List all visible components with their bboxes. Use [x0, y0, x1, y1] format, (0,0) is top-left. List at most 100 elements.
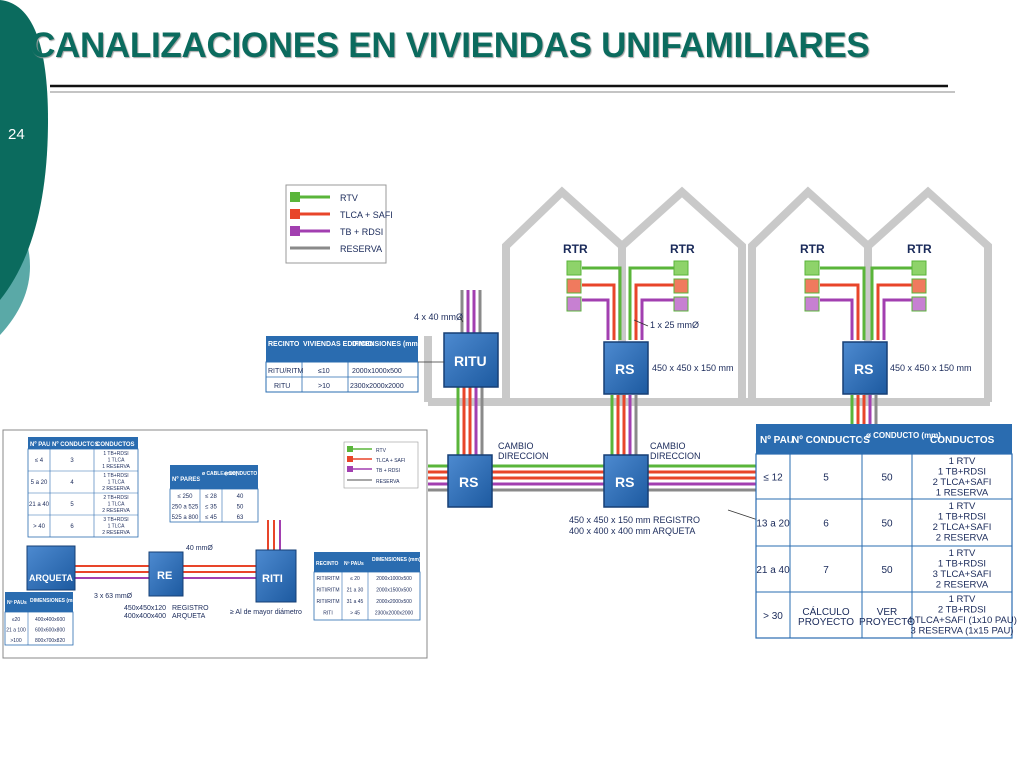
inset-riti-cell: RITI/RITM — [316, 599, 339, 605]
pau-cell: PROYECTO — [859, 617, 915, 628]
house-outlines — [424, 186, 992, 406]
ritu-label: RITU — [454, 353, 487, 369]
pau-cell: 50 — [881, 565, 893, 576]
inset-riti-cell: 2000x2000x500 — [376, 599, 412, 605]
pau-cell: PROYECTO — [798, 617, 854, 628]
inset-riti-cell: ≤ 20 — [350, 576, 360, 582]
inset-legend-3: RESERVA — [376, 479, 400, 485]
legend-tb: TB + RDSI — [340, 227, 383, 237]
ritu-table-cell: >10 — [318, 383, 330, 390]
inset-arq-header-1: DIMENSIONES (mm) — [30, 598, 79, 604]
registro-label: REGISTRO — [172, 605, 209, 612]
inset-cond-cell: 1 TB+RDSI — [103, 473, 128, 479]
legend-tlca: TLCA + SAFI — [340, 210, 393, 220]
arqueta-dim: 400 x 400 x 400 mm ARQUETA — [569, 526, 695, 536]
inset-pares-cell: 250 a 525 — [172, 505, 199, 511]
pau-cell: 5 — [823, 473, 829, 484]
cambio-1: CAMBIO — [498, 441, 534, 451]
inset-cond-cell: 2 RESERVA — [102, 508, 130, 514]
inset-cond-cell: 1 TB+RDSI — [103, 451, 128, 457]
inset-riti-cell: RITI/RITM — [316, 576, 339, 582]
pau-cell: 1 RTV — [949, 594, 976, 605]
inset-pares-cell: ≤ 45 — [205, 515, 217, 521]
pau-cell: 3 RESERVA (1x15 PAU) — [911, 626, 1014, 637]
slide-title: CANALIZACIONES EN VIVIENDAS UNIFAMILIARE… — [30, 26, 870, 65]
riti-label: RITI — [262, 573, 283, 585]
inset-riti-cell: 2300x2000x2000 — [375, 611, 414, 617]
inset-arq-cell: >100 — [10, 638, 21, 644]
inset-arq-cell: 400x400x600 — [35, 617, 65, 623]
inset-cond-cell: 3 — [70, 458, 74, 464]
inset-cond-header-1: Nº CONDUCTOS — [52, 442, 99, 448]
pau-cell: 50 — [881, 473, 893, 484]
rs-label: RS — [854, 361, 873, 377]
pau-cell: 6 — [823, 519, 829, 530]
re-dim-1: 450x450x120 — [124, 605, 166, 612]
pau-cell: CÁLCULO — [802, 605, 849, 618]
rs-dim-1: 450 x 450 x 150 mm — [652, 363, 734, 373]
inset-riti-cell: 21 a 30 — [347, 588, 364, 594]
pau-header-0: Nº PAU — [760, 435, 794, 446]
ritu-table-cell: 2300x2000x2000 — [350, 383, 404, 390]
page-number: 24 — [8, 126, 25, 143]
ritu-table-cell: RITU — [274, 383, 290, 390]
inset-riti-cell: 31 a 45 — [347, 599, 364, 605]
inset-pares-cell: 50 — [237, 505, 244, 511]
ritu-table-header-1: VIVIENDAS EDIFICIO — [303, 341, 374, 348]
inset-arq-cell: 800x700x820 — [35, 638, 65, 644]
pau-cell: 1 RTV — [949, 456, 976, 467]
conduit-40: 40 mmØ — [186, 545, 213, 552]
mayor-diametro: ≥ Al de mayor diámetro — [230, 609, 302, 616]
pau-cell: 1 RTV — [949, 501, 976, 512]
pau-cell: 1 TB+RDSI — [938, 467, 986, 478]
rs-dim-2: 450 x 450 x 150 mm — [890, 363, 972, 373]
ritu-table-cell: RITU/RITM — [268, 368, 304, 375]
inset-cond-cell: 2 TB+RDSI — [103, 495, 128, 501]
inset-riti-header-1: Nº PAUs — [344, 561, 364, 567]
rtr-label-4: RTR — [907, 242, 932, 256]
pau-cell: 1 TB+RDSI — [938, 559, 986, 570]
inset-riti-header-0: RECINTO — [316, 561, 339, 567]
cambio-2: CAMBIO — [650, 441, 686, 451]
inset-legend-0: RTV — [376, 448, 387, 454]
pau-cell: 2 TLCA+SAFI — [933, 522, 992, 533]
inset-arq-cell: ≤20 — [12, 617, 21, 623]
inset-cond-cell: 1 TLCA — [108, 480, 126, 486]
inset-riti-cell: 2000x1500x500 — [376, 588, 412, 594]
rtr-label-2: RTR — [670, 242, 695, 256]
pau-cell: 2 TLCA+SAFI — [933, 477, 992, 488]
pau-cell: 2 RESERVA — [936, 533, 989, 544]
inset-pares-header-1: ø CABLE (mm) — [202, 471, 238, 477]
pau-cell: 2 TB+RDSI — [938, 605, 986, 616]
house-conduit: 1 x 25 mmØ — [650, 320, 699, 330]
inset-cond-cell: 1 TLCA — [108, 524, 126, 530]
rs-label: RS — [459, 474, 478, 490]
inset-cond-cell: 3 TB+RDSI — [103, 517, 128, 523]
inset-cond-cell: 4 — [70, 480, 74, 486]
rtr-label-3: RTR — [800, 242, 825, 256]
inset-cond-cell: ≤ 4 — [35, 458, 44, 464]
inset-riti-cell: > 45 — [350, 611, 360, 617]
re-box — [148, 551, 184, 597]
legend-rtv: RTV — [340, 193, 358, 203]
inset-riti-header-2: DIMENSIONES (mm) — [372, 557, 421, 563]
inset-pares-cell: 40 — [237, 494, 244, 500]
inset-cond-cell: 6 — [70, 524, 74, 530]
ritu-box: RITU — [443, 332, 499, 388]
inset-cond-cell: > 40 — [33, 524, 46, 530]
pau-header-1: Nº CONDUCTOS — [792, 435, 870, 446]
pau-cell: 3 TLCA+SAFI — [933, 569, 992, 580]
direccion-1: DIRECCION — [498, 451, 549, 461]
inset-riti-cell: RITI/RITM — [316, 588, 339, 594]
direccion-2: DIRECCION — [650, 451, 701, 461]
rtr-label-1: RTR — [563, 242, 588, 256]
inset-riti-cell: 2000x1000x500 — [376, 576, 412, 582]
inset-cond-cell: 2 RESERVA — [102, 530, 130, 536]
inset-cond-cell: 21 a 40 — [29, 502, 50, 508]
inset-arq-header-0: Nº PAUs — [7, 600, 27, 606]
rs-box-middle-lower: RS — [603, 454, 649, 508]
ritu-conduit: 4 x 40 mmØ — [414, 312, 463, 322]
pau-table: Nº PAU Nº CONDUCTOS ø CONDUCTO (mm) COND… — [755, 424, 1017, 639]
